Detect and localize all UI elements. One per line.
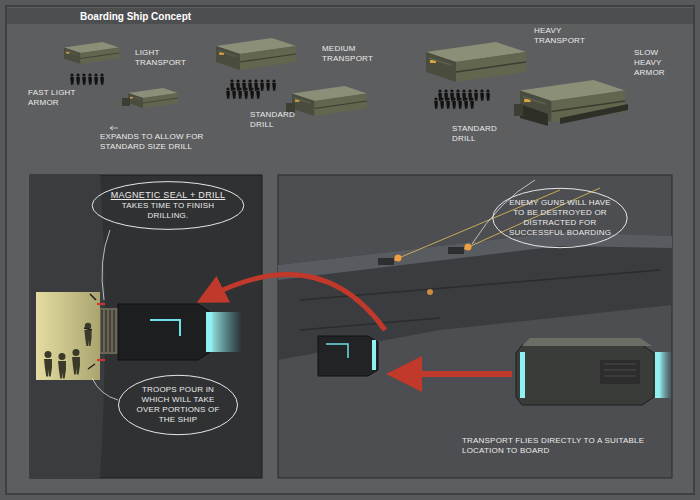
callout-text: TROOPS POUR IN WHICH WILL TAKE OVER PORT… (132, 372, 224, 425)
callout-text: MAGNETIC SEAL + DRILLTAKES TIME TO FINIS… (110, 179, 227, 221)
leader-line (92, 180, 535, 400)
drill-panel (30, 175, 262, 478)
sketch-note: LIGHT TRANSPORT (135, 48, 195, 68)
move-arrow (404, 371, 512, 377)
move-arrow (210, 275, 385, 330)
sketch-note: MEDIUM TRANSPORT (322, 44, 382, 64)
sketch-note: FAST LIGHT ARMOR (28, 88, 80, 108)
callout-text: ENEMY GUNS WILL HAVE TO BE DESTROYED OR … (508, 185, 612, 238)
sketch-note: STANDARD DRILL (452, 124, 502, 144)
callout-ellipse: TROOPS POUR IN WHICH WILL TAKE OVER PORT… (116, 372, 240, 438)
sketch-note: TRANSPORT FLIES DIRECTLY TO A SUITABLE L… (462, 436, 652, 456)
sheet-title: Boarding Ship Concept (80, 11, 191, 22)
callout-body: TAKES TIME TO FINISH DRILLING. (110, 201, 227, 221)
callout-ellipse: MAGNETIC SEAL + DRILLTAKES TIME TO FINIS… (89, 179, 247, 232)
callout-ellipse: ENEMY GUNS WILL HAVE TO BE DESTROYED OR … (490, 185, 630, 251)
approach-panel (278, 175, 672, 478)
sketch-note: SLOW HEAVY ARMOR (634, 48, 682, 78)
sketch-note: HEAVY TRANSPORT (534, 26, 594, 46)
callout-body: TROOPS POUR IN WHICH WILL TAKE OVER PORT… (132, 385, 224, 425)
ship-studies (64, 38, 628, 130)
sketch-note: EXPANDS TO ALLOW FOR STANDARD SIZE DRILL (100, 132, 230, 152)
callout-heading: MAGNETIC SEAL + DRILL (110, 190, 227, 201)
callout-body: ENEMY GUNS WILL HAVE TO BE DESTROYED OR … (508, 198, 612, 238)
sketch-note: STANDARD DRILL (250, 110, 300, 130)
